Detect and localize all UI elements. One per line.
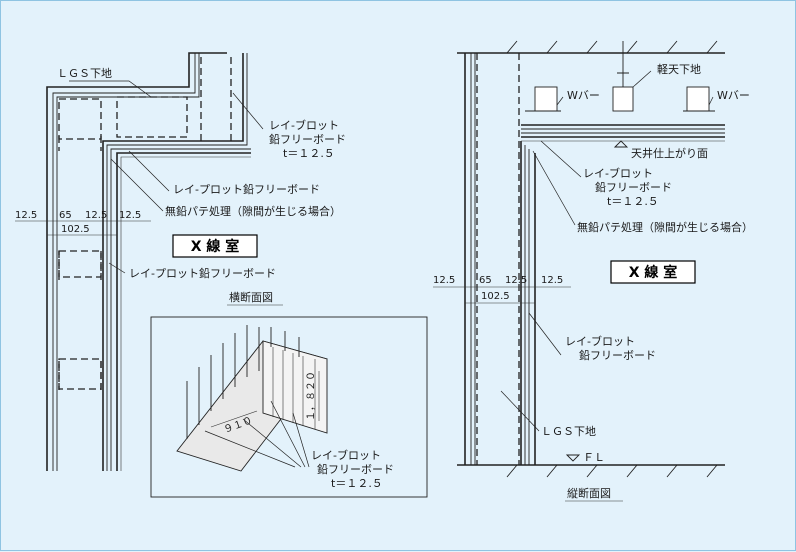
right-section-title: 縦断面図 [567,486,611,500]
left-leader-putty [110,158,164,212]
left-dim-102-5: 102.5 [61,224,90,235]
right-hanger-bolt [617,41,629,87]
left-wall-outer-edge [46,52,227,471]
left-dim-12-5-c: 12.5 [119,210,141,221]
right-label-board-b-line2: 鉛フリーボード [579,348,656,362]
left-inner-board-2 [106,53,248,471]
right-slab-hatch [506,40,718,54]
right-label-board-a-line1: レイ-ブロット [583,166,653,180]
left-label-board-a-line1: レイ-ブロット [269,118,339,132]
right-label-board-a-line2: 鉛フリーボード [595,180,672,194]
inset-perspective: ９１０ １，８２０ レイ-ブロット 鉛フリーボード t＝１２.５ [150,316,428,498]
left-inner-board-3 [110,148,251,471]
right-dim-12-5-c: 12.5 [541,275,563,286]
left-section-title: 横断面図 [229,290,273,304]
right-room-label-box [610,260,696,284]
right-leader-board-a [540,140,582,178]
left-label-board-a-thickness: t＝１２.５ [283,147,335,160]
left-inner-board-4 [116,152,251,471]
right-dim-12-5-a: 12.5 [433,275,455,286]
left-label-board-c: レイ-プロット鉛フリーボード [129,266,276,280]
right-leader-board-b [528,312,562,356]
right-floor-hatch [506,464,718,478]
right-label-wbar-left: Wバー [567,89,600,102]
right-leader-wbar-right [708,96,714,106]
inset-label-board-thickness: t＝１２.５ [331,477,383,490]
right-wall-boards-outer [470,53,476,465]
right-fl-marker [565,454,581,462]
inset-side-lines [272,347,316,429]
left-label-board-b: レイ-プロット鉛フリーボード [173,182,320,196]
left-wall-board-2 [56,53,200,471]
right-label-ceiling-base: 軽天下地 [657,63,701,76]
left-dim-65: 65 [59,210,72,221]
left-dim-12-5-a: 12.5 [15,210,37,221]
left-stud-box-1 [58,98,102,140]
right-label-putty: 無鉛パテ処理（隙間が生じる場合） [577,220,753,234]
left-room-label-box [172,234,258,258]
left-stud-box-3 [58,358,102,390]
right-vertical-section: 12.5 65 12.5 12.5 102.5 軽天下地 Wバー Wバー レイ-… [433,40,753,502]
left-leader-lgs [69,80,152,98]
right-dim-102-5: 102.5 [481,291,510,302]
right-wbar-left [534,86,558,112]
right-wbar-right [686,86,710,112]
left-label-putty: 無鉛パテ処理（隙間が生じる場合） [165,204,341,218]
right-ceiling-finish-marker [613,140,629,148]
right-dim-65: 65 [479,275,492,286]
inset-leaders [204,400,310,468]
right-ceiling-board-2 [521,128,725,134]
inset-dim-height: １，８２０ [306,371,317,421]
left-leader-board-a [232,92,264,130]
right-wall-studs [476,53,520,465]
left-stud-dashes-c [200,57,232,141]
right-hanger-center [612,86,634,112]
left-inner-board-5 [120,156,251,471]
right-leader-ceiling-base [632,70,652,88]
right-wall-inner-2 [524,145,530,465]
inset-label-board-line1: レイ-ブロット [311,448,381,462]
left-inner-board-1 [102,53,244,471]
inset-label-board-line2: 鉛フリーボード [317,462,394,476]
right-label-lgs: ＬＧＳ下地 [541,425,596,438]
right-label-fl: ＦＬ [583,451,605,464]
right-leader-putty [532,150,576,226]
right-label-ceiling-finish: 天井仕上がり面 [631,146,708,160]
inset-frame [150,316,428,498]
right-label-wbar-right: Wバー [717,89,750,102]
right-label-board-b-line1: レイ-ブロット [565,334,635,348]
left-label-lgs: ＬＧＳ下地 [57,67,112,80]
inset-dim-width-line [210,410,258,428]
left-stud-box-2 [58,250,102,278]
left-leader-board-c [108,262,126,274]
left-stud-box-4 [116,96,188,138]
left-label-board-a-line2: 鉛フリーボード [269,132,346,146]
right-label-board-a-thickness: t＝１２.５ [607,195,659,208]
inset-board-side [262,340,328,434]
left-plan-section: 12.5 65 12.5 12.5 102.5 ＬＧＳ下地 レイ-ブロット 鉛フ… [15,52,346,471]
inset-studs [186,325,300,439]
left-wall-board-1 [52,53,196,471]
right-dim-12-5-b: 12.5 [505,275,527,286]
left-leader-board-b [128,150,170,192]
right-leader-lgs [500,390,540,432]
right-room-label: X 線 室 [629,264,678,281]
left-dim-12-5-b: 12.5 [85,210,107,221]
left-room-label: X 線 室 [191,238,240,255]
right-leader-wbar-left [556,96,564,106]
